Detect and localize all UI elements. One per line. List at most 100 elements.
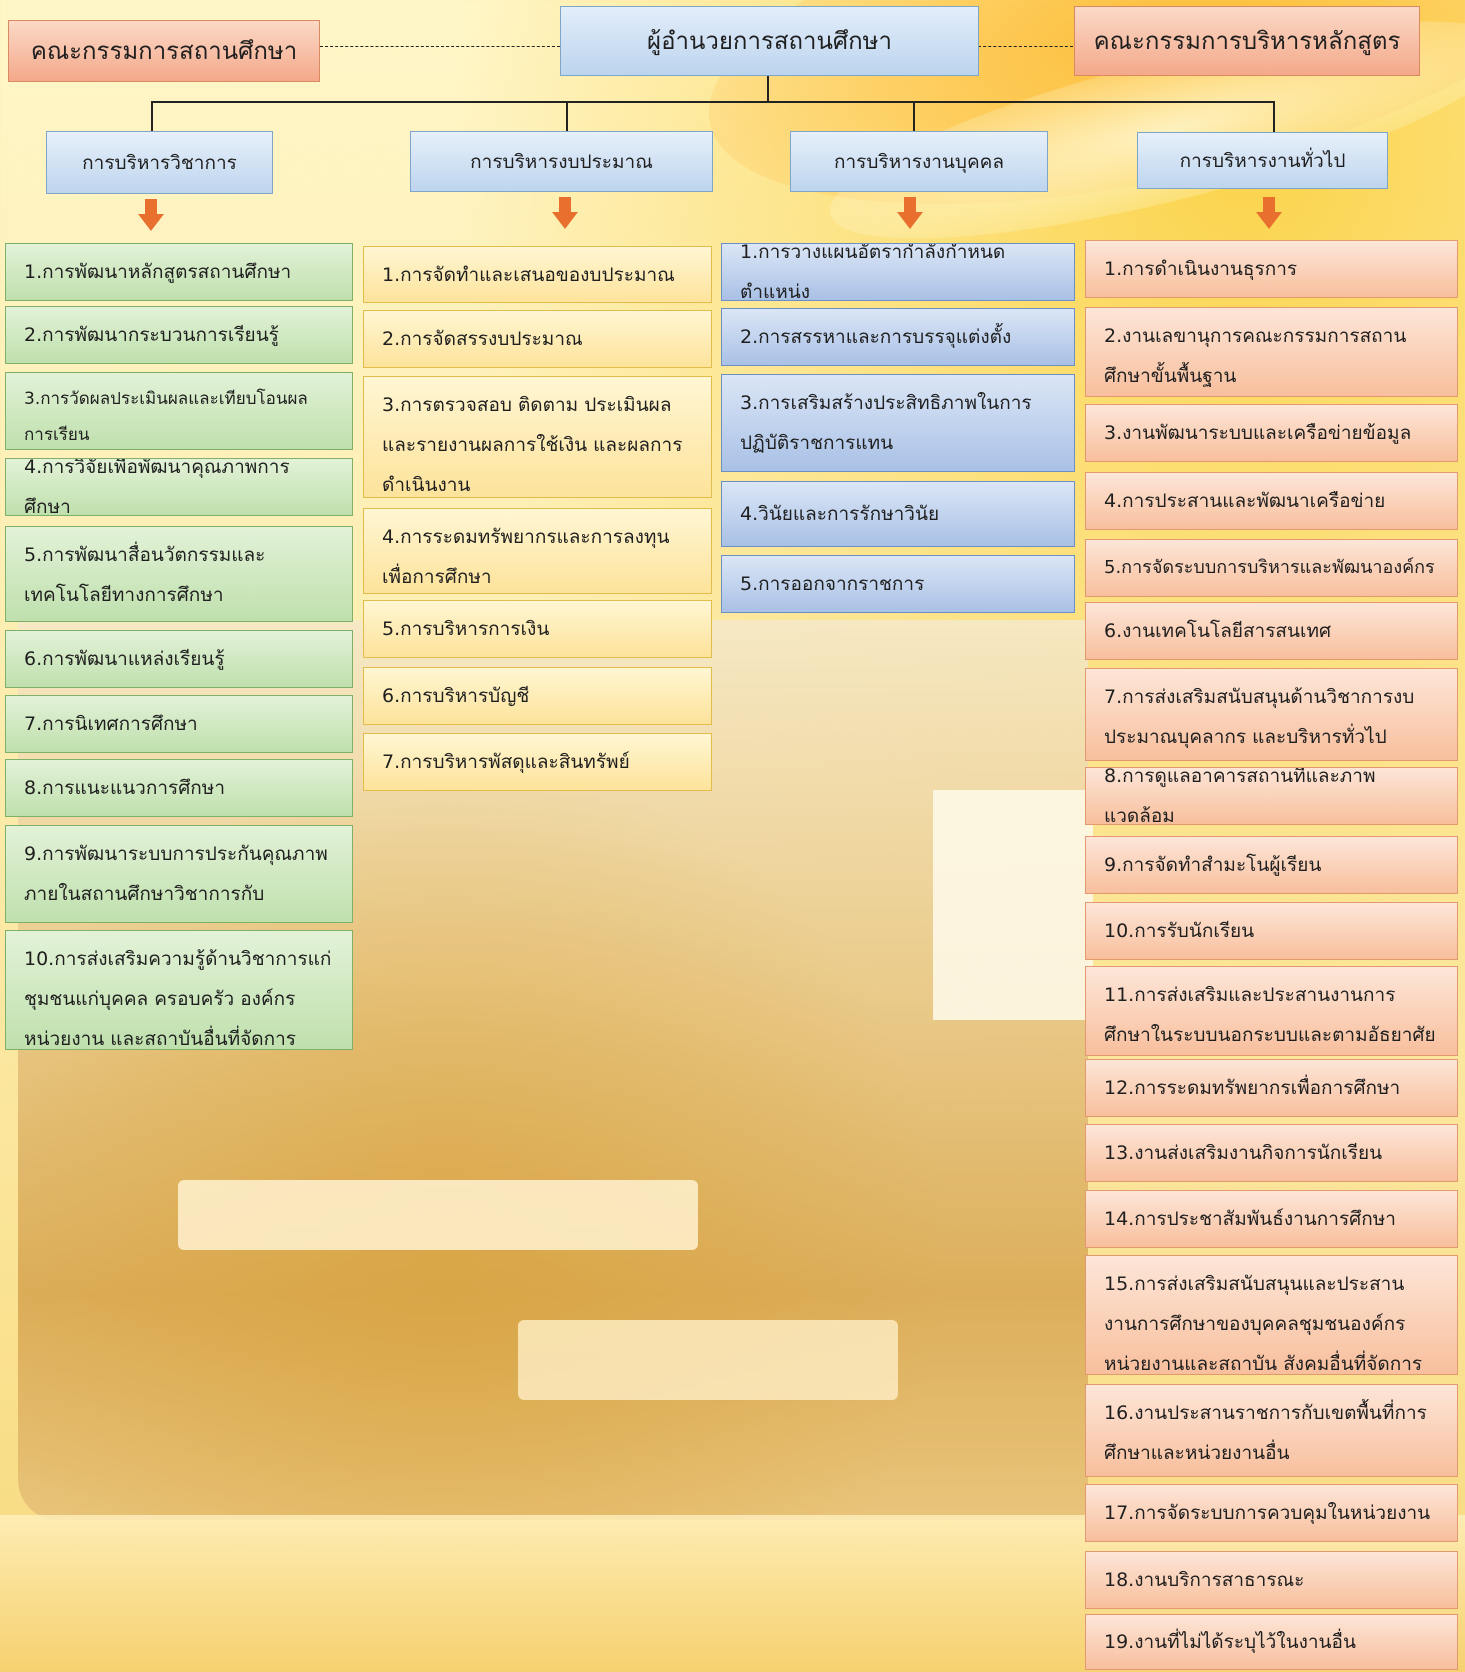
down-arrow-icon <box>1256 197 1282 229</box>
general-item: 17.การจัดระบบการควบคุมในหน่วยงาน <box>1085 1484 1458 1542</box>
academic-item-label: 7.การนิเทศการศึกษา <box>24 713 198 735</box>
connector-drop-1 <box>151 101 153 131</box>
school-board-box: คณะกรรมการสถานศึกษา <box>8 20 320 82</box>
academic-item-label: 1.การพัฒนาหลักสูตรสถานศึกษา <box>24 261 292 283</box>
general-item-label: 12.การระดมทรัพยากรเพื่อการศึกษา <box>1104 1077 1401 1099</box>
director-label: ผู้อำนวยการสถานศึกษา <box>647 27 892 55</box>
general-item-label: 17.การจัดระบบการควบคุมในหน่วยงาน <box>1104 1502 1431 1524</box>
general-item: 12.การระดมทรัพยากรเพื่อการศึกษา <box>1085 1059 1458 1117</box>
general-item-label: 7.การส่งเสริมสนับสนุนด้านวิชาการงบประมาณ… <box>1104 686 1415 748</box>
budget-item: 3.การตรวจสอบ ติดตาม ประเมินผลและรายงานผล… <box>363 376 712 498</box>
general-item-label: 6.งานเทคโนโลยีสารสนเทศ <box>1104 620 1332 642</box>
meeting-table <box>178 1180 698 1250</box>
academic-item: 4.การวิจัยเพื่อพัฒนาคุณภาพการศึกษา <box>5 458 353 516</box>
academic-item: 9.การพัฒนาระบบการประกันคุณภาพภายในสถานศึ… <box>5 825 353 923</box>
budget-item: 5.การบริหารการเงิน <box>363 600 712 658</box>
budget-item: 6.การบริหารบัญชี <box>363 667 712 725</box>
general-item-label: 4.การประสานและพัฒนาเครือข่าย <box>1104 490 1386 512</box>
connector-drop-2 <box>566 101 568 131</box>
general-item: 18.งานบริการสาธารณะ <box>1085 1551 1458 1609</box>
general-item: 9.การจัดทำสำมะโนผู้เรียน <box>1085 836 1458 894</box>
general-item: 16.งานประสานราชการกับเขตพื้นที่การศึกษาแ… <box>1085 1384 1458 1477</box>
connector-drop-4 <box>1273 101 1275 132</box>
general-item: 8.การดูแลอาคารสถานที่และภาพแวดล้อม <box>1085 767 1458 825</box>
general-item: 11.การส่งเสริมและประสานงานการศึกษาในระบบ… <box>1085 966 1458 1056</box>
academic-item: 3.การวัดผลประเมินผลและเทียบโอนผลการเรียน <box>5 372 353 450</box>
general-item: 14.การประชาสัมพันธ์งานการศึกษา <box>1085 1190 1458 1248</box>
general-item-label: 1.การดำเนินงานธุรการ <box>1104 258 1298 280</box>
general-item-label: 15.การส่งเสริมสนับสนุนและประสานงานการศึก… <box>1104 1273 1423 1375</box>
projector-screen <box>933 790 1093 1020</box>
curriculum-board-box: คณะกรรมการบริหารหลักสูตร <box>1074 6 1420 76</box>
down-arrow-icon <box>552 197 578 229</box>
down-arrow-icon <box>138 199 164 231</box>
school-board-label: คณะกรรมการสถานศึกษา <box>30 37 298 65</box>
general-item: 2.งานเลขานุการคณะกรรมการสถานศึกษาขั้นพื้… <box>1085 307 1458 397</box>
budget-item-label: 5.การบริหารการเงิน <box>382 618 550 640</box>
general-item-label: 10.การรับนักเรียน <box>1104 920 1255 942</box>
dept-academic-label: การบริหารวิชาการ <box>82 151 237 174</box>
general-item-label: 16.งานประสานราชการกับเขตพื้นที่การศึกษาแ… <box>1104 1402 1427 1464</box>
personnel-item-label: 1.การวางแผนอัตรากำลังกำหนดตำแหน่ง <box>740 243 1006 301</box>
academic-item-label: 10.การส่งเสริมความรู้ด้านวิชาการแก่ชุมชน… <box>24 948 332 1050</box>
curriculum-board-label: คณะกรรมการบริหารหลักสูตร <box>1093 27 1401 55</box>
budget-item: 7.การบริหารพัสดุและสินทรัพย์ <box>363 733 712 791</box>
meeting-table <box>518 1320 898 1400</box>
dept-personnel-label: การบริหารงานบุคคล <box>833 150 1005 173</box>
academic-item-label: 9.การพัฒนาระบบการประกันคุณภาพภายในสถานศึ… <box>24 843 328 905</box>
budget-item-label: 6.การบริหารบัญชี <box>382 685 530 707</box>
academic-item: 5.การพัฒนาสื่อนวัตกรรมและเทคโนโลยีทางการ… <box>5 526 353 622</box>
academic-item-label: 3.การวัดผลประเมินผลและเทียบโอนผลการเรียน <box>24 389 308 445</box>
academic-item: 8.การแนะแนวการศึกษา <box>5 759 353 817</box>
personnel-item-label: 2.การสรรหาและการบรรจุแต่งตั้ง <box>740 326 1012 348</box>
down-arrow-icon <box>897 197 923 229</box>
general-item-label: 11.การส่งเสริมและประสานงานการศึกษาในระบบ… <box>1104 984 1436 1046</box>
general-item-label: 3.งานพัฒนาระบบและเครือข่ายข้อมูล <box>1104 422 1412 444</box>
budget-item-label: 3.การตรวจสอบ ติดตาม ประเมินผลและรายงานผล… <box>382 394 683 496</box>
budget-item-label: 4.การระดมทรัพยากรและการลงทุนเพื่อการศึกษ… <box>382 526 670 588</box>
dashed-connector-left <box>320 46 560 47</box>
general-item: 5.การจัดระบบการบริหารและพัฒนาองค์กร <box>1085 539 1458 597</box>
personnel-item-label: 3.การเสริมสร้างประสิทธิภาพในการปฏิบัติรา… <box>740 392 1032 454</box>
dept-general: การบริหารงานทั่วไป <box>1137 132 1388 189</box>
dept-budget-label: การบริหารงบประมาณ <box>470 150 653 173</box>
general-item: 7.การส่งเสริมสนับสนุนด้านวิชาการงบประมาณ… <box>1085 668 1458 761</box>
general-item: 1.การดำเนินงานธุรการ <box>1085 240 1458 298</box>
connector-drop-3 <box>913 101 915 131</box>
personnel-item: 5.การออกจากราชการ <box>721 555 1075 613</box>
budget-item: 2.การจัดสรรงบประมาณ <box>363 310 712 368</box>
personnel-item: 1.การวางแผนอัตรากำลังกำหนดตำแหน่ง <box>721 243 1075 301</box>
general-item-label: 19.งานที่ไม่ได้ระบุไว้ในงานอื่น <box>1104 1631 1356 1653</box>
academic-item: 2.การพัฒนากระบวนการเรียนรู้ <box>5 306 353 364</box>
general-item: 15.การส่งเสริมสนับสนุนและประสานงานการศึก… <box>1085 1255 1458 1375</box>
dept-budget: การบริหารงบประมาณ <box>410 131 713 192</box>
academic-item-label: 5.การพัฒนาสื่อนวัตกรรมและเทคโนโลยีทางการ… <box>24 544 266 606</box>
general-item-label: 9.การจัดทำสำมะโนผู้เรียน <box>1104 854 1322 876</box>
dept-general-label: การบริหารงานทั่วไป <box>1179 149 1346 172</box>
connector-vertical-director <box>767 75 769 102</box>
budget-item-label: 1.การจัดทำและเสนอของบประมาณ <box>382 263 675 286</box>
dept-personnel: การบริหารงานบุคคล <box>790 131 1048 192</box>
director-box: ผู้อำนวยการสถานศึกษา <box>560 6 979 76</box>
personnel-item-label: 4.วินัยและการรักษาวินัย <box>740 503 940 525</box>
general-item: 13.งานส่งเสริมงานกิจการนักเรียน <box>1085 1124 1458 1182</box>
academic-item: 7.การนิเทศการศึกษา <box>5 695 353 753</box>
academic-item: 1.การพัฒนาหลักสูตรสถานศึกษา <box>5 243 353 301</box>
academic-item: 10.การส่งเสริมความรู้ด้านวิชาการแก่ชุมชน… <box>5 930 353 1050</box>
general-item-label: 8.การดูแลอาคารสถานที่และภาพแวดล้อม <box>1104 767 1376 825</box>
personnel-item: 2.การสรรหาและการบรรจุแต่งตั้ง <box>721 308 1075 366</box>
personnel-item: 4.วินัยและการรักษาวินัย <box>721 481 1075 547</box>
general-item: 19.งานที่ไม่ได้ระบุไว้ในงานอื่น <box>1085 1614 1458 1670</box>
general-item: 10.การรับนักเรียน <box>1085 902 1458 960</box>
general-item-label: 13.งานส่งเสริมงานกิจการนักเรียน <box>1104 1142 1383 1164</box>
budget-item-label: 2.การจัดสรรงบประมาณ <box>382 328 583 350</box>
academic-item-label: 8.การแนะแนวการศึกษา <box>24 777 225 799</box>
budget-item: 1.การจัดทำและเสนอของบประมาณ <box>363 246 712 303</box>
general-item: 6.งานเทคโนโลยีสารสนเทศ <box>1085 602 1458 660</box>
academic-item-label: 6.การพัฒนาแหล่งเรียนรู้ <box>24 648 225 670</box>
general-item-label: 14.การประชาสัมพันธ์งานการศึกษา <box>1104 1208 1396 1230</box>
personnel-item: 3.การเสริมสร้างประสิทธิภาพในการปฏิบัติรา… <box>721 374 1075 472</box>
academic-item-label: 4.การวิจัยเพื่อพัฒนาคุณภาพการศึกษา <box>24 458 290 516</box>
dept-academic: การบริหารวิชาการ <box>46 131 273 194</box>
personnel-item-label: 5.การออกจากราชการ <box>740 573 925 595</box>
